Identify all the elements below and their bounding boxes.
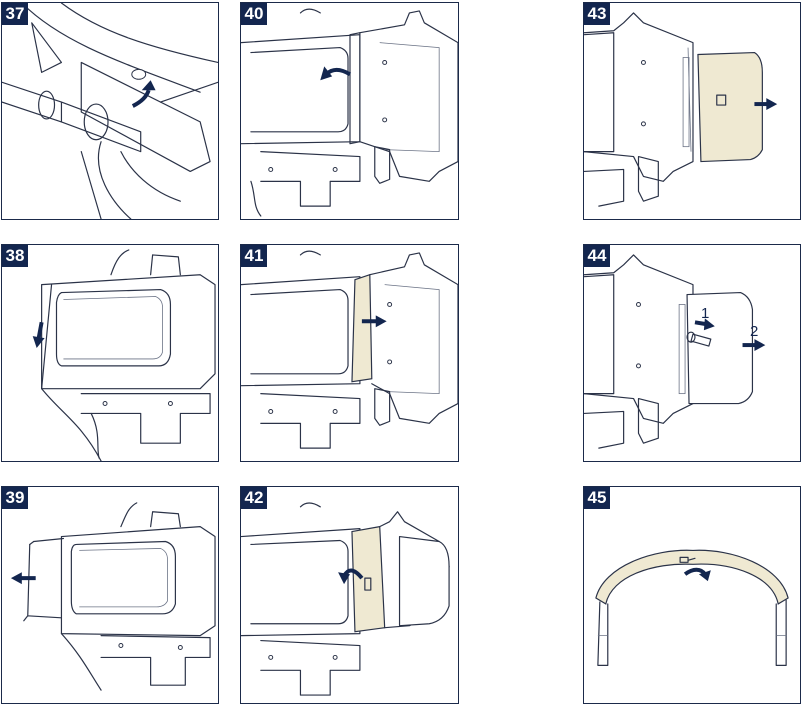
step-number: 42	[241, 487, 267, 509]
step-number: 41	[241, 245, 267, 267]
step-42-panel: 42	[240, 486, 459, 704]
step-40-panel: 40	[240, 2, 459, 220]
step-number: 43	[584, 3, 610, 25]
step-43-panel: 43	[583, 2, 801, 220]
step-38-illustration	[2, 245, 218, 461]
step-39-panel: 39	[1, 486, 219, 704]
step-number: 40	[241, 3, 267, 25]
step-number: 38	[2, 245, 28, 267]
step-44-panel: 44 1 2	[583, 244, 801, 462]
step-number: 39	[2, 487, 28, 509]
step-number: 37	[2, 3, 28, 25]
step-40-illustration	[241, 3, 458, 219]
step-41-illustration	[241, 245, 458, 461]
step-37-illustration	[2, 3, 218, 219]
step-number: 45	[584, 487, 610, 509]
step-45-illustration	[584, 487, 800, 703]
step-43-illustration	[584, 3, 800, 219]
step-42-illustration	[241, 487, 458, 703]
label-step-1: 1	[701, 305, 709, 322]
step-45-panel: 45	[583, 486, 801, 704]
step-44-illustration	[584, 245, 800, 461]
step-number: 44	[584, 245, 610, 267]
step-37-panel: 37	[1, 2, 219, 220]
step-41-panel: 41	[240, 244, 459, 462]
label-step-2: 2	[750, 323, 758, 340]
step-39-illustration	[2, 487, 218, 703]
step-38-panel: 38	[1, 244, 219, 462]
